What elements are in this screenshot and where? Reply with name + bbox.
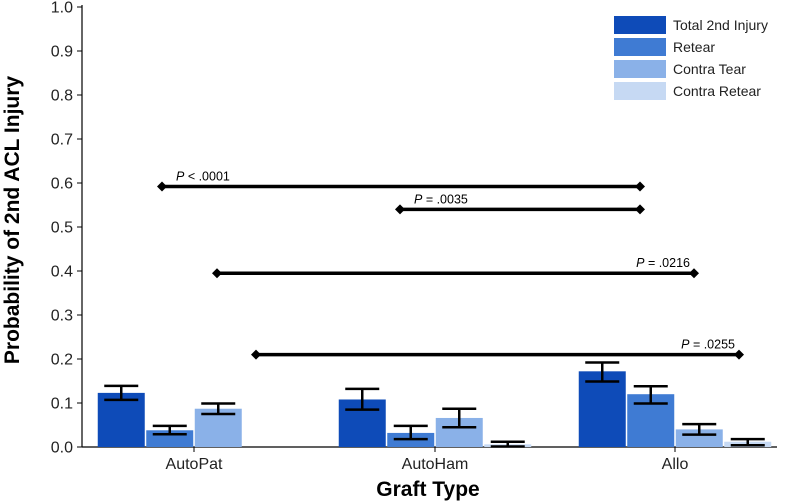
p-value-label: P = .0255 [681,338,735,352]
bar [97,392,145,447]
legend-swatch [614,82,666,100]
bars [97,371,772,447]
p-symbol: P [681,338,690,352]
p-value: = .0216 [644,256,690,270]
x-axis-title: Graft Type [376,478,479,501]
legend-label: Retear [673,39,715,55]
y-tick-label: 0.9 [51,44,73,61]
comparison-endpoint [157,181,167,192]
legend-swatch [614,16,666,34]
y-axis-title: Probability of 2nd ACL Injury [1,76,24,365]
y-tick-label: 0.3 [51,308,73,325]
axes: 0.0 0.1 0.2 0.3 0.4 0.5 0.6 0.7 0.8 0.9 1.0AutoPat… [51,0,777,473]
y-tick-label: 0.1 [51,396,73,413]
p-value: = .0255 [689,338,735,352]
legend-label: Contra Tear [673,61,746,77]
p-value-label: P = .0035 [414,192,468,206]
p-symbol: P [636,256,645,270]
y-tick-label: 0.0 [51,440,73,457]
p-value: = .0035 [422,192,468,206]
x-tick-label: AutoHam [402,456,469,473]
p-value-label: P < .0001 [176,170,230,184]
comparison-endpoint [212,268,222,279]
legend-label: Contra Retear [673,83,761,99]
y-tick-label: 0.5 [51,220,73,237]
y-tick-label: 0.8 [51,88,73,105]
y-tick-label: 0.6 [51,176,73,193]
x-tick-label: Allo [662,456,689,473]
comparison-endpoint [251,349,261,360]
legend-swatch [614,38,666,56]
legend-label: Total 2nd Injury [673,17,768,33]
x-tick-label: AutoPat [166,456,223,473]
comparison-endpoint [689,268,699,279]
comparison-endpoint [635,181,645,192]
y-tick-label: 0.4 [51,264,73,281]
bar [578,371,626,447]
legend-swatch [614,60,666,78]
comparison-endpoint [635,204,645,215]
comparison-endpoint [734,349,744,360]
p-symbol: P [176,170,185,184]
error-bars [104,361,765,448]
p-value-label: P = .0216 [636,256,690,270]
y-tick-label: 0.2 [51,352,73,369]
comparison-endpoint [395,204,405,215]
y-tick-label: 1.0 [51,0,73,17]
p-value: < .0001 [184,170,230,184]
p-symbol: P [414,192,423,206]
y-tick-label: 0.7 [51,132,73,149]
